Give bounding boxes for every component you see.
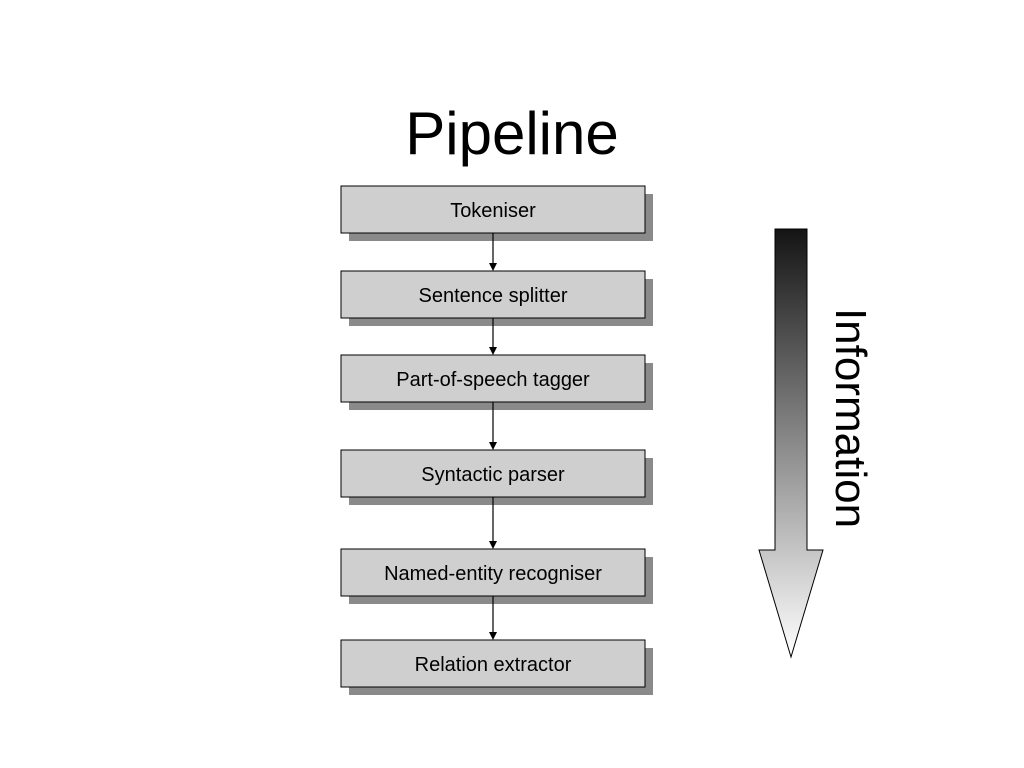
stage-box [340,354,646,403]
stage-label: Sentence splitter [419,285,568,307]
pipeline-stage-syntactic-parser: Syntactic parser [340,449,653,505]
stage-box [340,270,646,319]
stage-label: Tokeniser [450,200,536,222]
pipeline-stage-named-entity-recogniser: Named-entity recogniser [340,548,653,604]
connector-arrow [489,233,497,271]
connector-arrow [489,402,497,450]
pipeline-stage-relation-extractor: Relation extractor [340,639,653,695]
information-label: Information [826,307,875,529]
connector-arrow [489,497,497,549]
stage-box [340,449,646,498]
connector-arrow [489,596,497,640]
stage-label: Named-entity recogniser [384,563,602,585]
pipeline-stage-tokeniser: Tokeniser [340,185,653,241]
connector-arrow [489,318,497,355]
stage-label: Part-of-speech tagger [396,369,590,391]
stage-box [340,548,646,597]
pipeline-stage-sentence-splitter: Sentence splitter [340,270,653,326]
pipeline-stage-part-of-speech-tagger: Part-of-speech tagger [340,354,653,410]
stage-label: Relation extractor [415,654,572,676]
stage-label: Syntactic parser [421,464,565,486]
page-title: Pipeline [405,100,619,167]
stage-box [340,639,646,688]
information-gradient-arrow [758,228,824,659]
